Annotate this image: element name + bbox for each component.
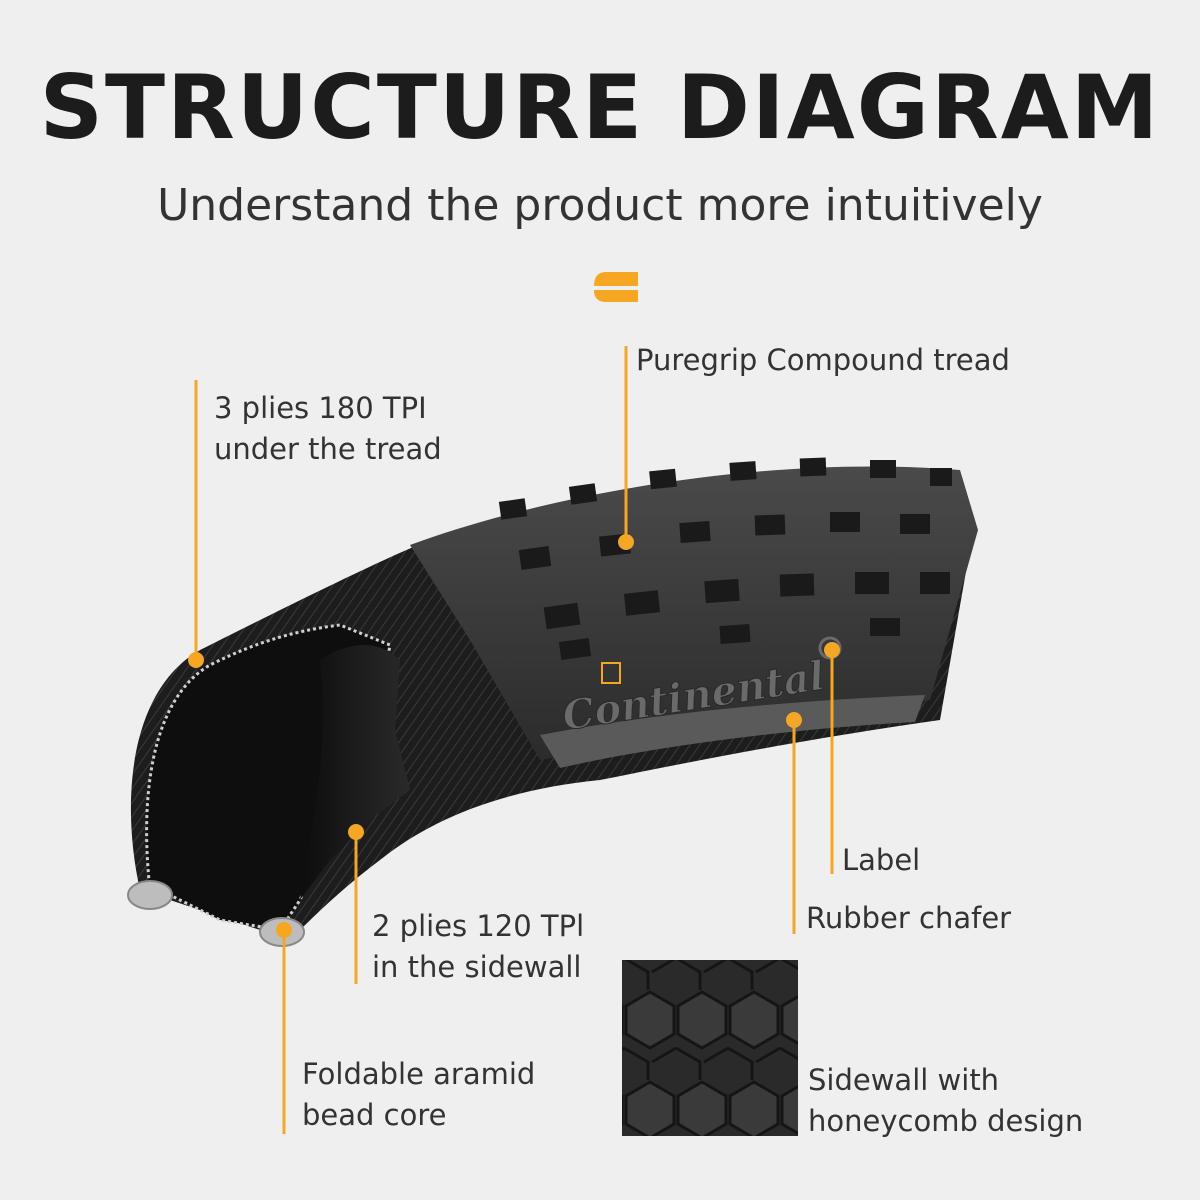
accent-mark-icon (594, 272, 638, 302)
plies-sidewall-callout: 2 plies 120 TPl in the sidewall (372, 906, 584, 988)
label-callout: Label (842, 840, 920, 881)
tread-dot-icon (618, 534, 634, 550)
plies-tread-callout-line2: under the tread (214, 429, 442, 470)
label-callout-line1: Label (842, 840, 920, 881)
honeycomb-callout-line1: Sidewall with (808, 1060, 1083, 1101)
honeycomb-callout: Sidewall with honeycomb design (808, 1060, 1083, 1142)
bead-callout: Foldable aramid bead core (302, 1054, 535, 1136)
tread-callout-line1: Puregrip Compound tread (636, 340, 1010, 381)
plies-sidewall-callout-line1: 2 plies 120 TPl (372, 906, 584, 947)
label-dot-icon (824, 642, 840, 658)
plies-tread-dot-icon (188, 652, 204, 668)
honeycomb-callout-line2: honeycomb design (808, 1101, 1083, 1142)
plies-sidewall-dot-icon (348, 824, 364, 840)
bead-dot-icon (276, 922, 292, 938)
plies-tread-callout: 3 plies 180 TPI under the tread (214, 388, 442, 470)
bead-callout-line1: Foldable aramid (302, 1054, 535, 1095)
bead-callout-line2: bead core (302, 1095, 535, 1136)
chafer-callout-line1: Rubber chafer (806, 898, 1011, 939)
plies-tread-callout-line1: 3 plies 180 TPI (214, 388, 442, 429)
chafer-dot-icon (786, 712, 802, 728)
honeycomb-inset-image (622, 960, 798, 1136)
tread-callout: Puregrip Compound tread (636, 340, 1010, 381)
plies-sidewall-callout-line2: in the sidewall (372, 947, 584, 988)
chafer-callout: Rubber chafer (806, 898, 1011, 939)
